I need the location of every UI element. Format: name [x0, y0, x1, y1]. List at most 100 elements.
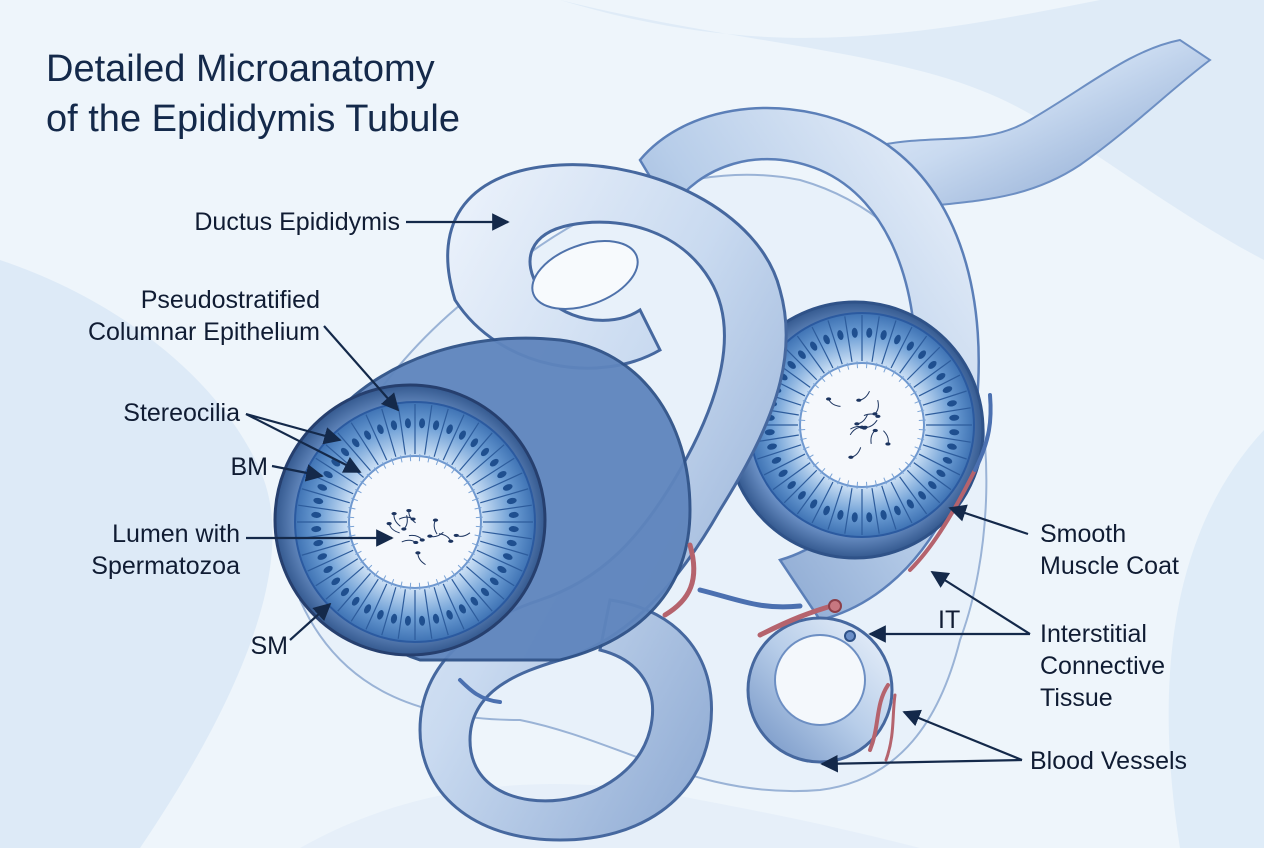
cell-nucleus — [351, 596, 360, 606]
stereocilium — [381, 462, 387, 469]
cell-boundary — [465, 566, 505, 600]
cell-boundary — [906, 469, 941, 504]
label-ductus-epididymis: Ductus Epididymis — [140, 206, 400, 238]
cell-boundary — [433, 587, 449, 636]
cell-boundary — [451, 422, 480, 466]
stereocilium — [846, 362, 850, 370]
background-wave-right — [1168, 430, 1264, 848]
cell-nucleus — [446, 609, 453, 620]
cell-boundary — [465, 444, 505, 478]
stereocilium — [905, 461, 911, 467]
cell-nucleus — [340, 587, 350, 597]
label-blood-vessels: Blood Vessels — [1030, 745, 1187, 777]
cell-nucleus — [363, 430, 372, 440]
cell-boundary — [433, 408, 449, 457]
stereocilium — [400, 455, 403, 463]
cell-nucleus — [489, 577, 499, 586]
cell-boundary — [482, 504, 532, 513]
cell-nucleus — [894, 334, 901, 345]
stereocilium — [351, 542, 359, 547]
stereocilium — [366, 564, 373, 571]
cell-boundary — [337, 432, 371, 472]
stereocilium — [820, 468, 826, 474]
cell-boundary — [365, 583, 388, 630]
cell-nucleus — [771, 457, 782, 464]
stereocilium — [820, 376, 826, 382]
cell-boundary — [811, 326, 834, 369]
stereocilium — [457, 473, 464, 480]
cell-nucleus — [942, 457, 953, 464]
cell-boundary — [365, 414, 388, 461]
cell-boundary — [471, 558, 515, 587]
cell-boundary — [397, 589, 406, 639]
tubule-tail — [858, 38, 1212, 212]
sperm-tail — [417, 552, 426, 566]
label-interstitial-line-3: Tissue — [1040, 684, 1113, 712]
cell-boundary — [442, 583, 465, 630]
label-interstitial-tissue: Interstitial Connective Tissue — [1040, 618, 1165, 714]
label-epithelium-line-2: Columnar Epithelium — [87, 318, 320, 346]
cell-boundary — [918, 374, 961, 397]
cell-nucleus — [317, 553, 328, 560]
cell-nucleus — [419, 418, 426, 429]
stereocilium — [463, 558, 470, 564]
cell-boundary — [918, 453, 961, 476]
cell-boundary — [844, 488, 853, 534]
cell-nucleus — [323, 470, 333, 479]
cell-nucleus — [947, 443, 957, 450]
cell-nucleus — [823, 334, 830, 345]
cell-boundary — [480, 540, 529, 556]
cell-nucleus — [837, 330, 844, 340]
cell-boundary — [783, 469, 818, 504]
background-wave-left — [0, 260, 273, 848]
stereocilium — [828, 473, 833, 480]
cell-nucleus — [377, 609, 384, 620]
cell-nucleus — [340, 447, 350, 457]
cell-nucleus — [949, 414, 960, 421]
cell-nucleus — [823, 505, 830, 516]
stereocilium — [917, 409, 925, 413]
cell-nucleus — [918, 491, 927, 500]
cell-boundary — [298, 504, 348, 513]
stereocilium — [799, 437, 807, 441]
cell-nucleus — [906, 499, 914, 509]
stereocilium — [891, 473, 896, 480]
sperm-tail — [828, 398, 841, 407]
cell-boundary — [881, 485, 897, 530]
sperm-tail — [858, 390, 870, 401]
label-stereocilia: Stereocilia — [60, 397, 240, 429]
stereocilium — [807, 454, 814, 459]
leader-lines — [245, 213, 1031, 773]
label-stereocilia-text: Stereocilia — [123, 399, 240, 427]
stereocilium — [435, 458, 440, 466]
sperm-tail — [393, 513, 401, 527]
stereocilium — [381, 575, 387, 582]
stereocilium — [874, 480, 878, 488]
cell-nucleus — [480, 587, 490, 597]
cell-nucleus — [866, 327, 873, 338]
stereocilium — [813, 383, 819, 389]
cell-nucleus — [942, 386, 953, 393]
sperm-tail — [408, 510, 416, 524]
cell-boundary — [381, 408, 397, 457]
stereocilium — [798, 419, 806, 422]
cell-nucleus — [928, 360, 937, 369]
stereocilium — [856, 361, 859, 369]
cell-nucleus — [928, 481, 937, 490]
cell-nucleus — [317, 484, 328, 491]
stereocilium — [360, 480, 367, 486]
stereocilium — [443, 575, 449, 582]
title-line-1: Detailed Microanatomy — [46, 48, 435, 90]
label-it-text: IT — [938, 606, 961, 634]
sperm-tail — [856, 414, 868, 425]
stereocilium — [474, 534, 482, 537]
right-lumen-spermatozoa — [825, 390, 891, 459]
cell-nucleus — [508, 511, 519, 518]
stereocilium — [435, 578, 440, 586]
ductus-epididymis-main — [418, 163, 788, 842]
stereocilium — [471, 542, 479, 547]
cell-nucleus — [331, 577, 341, 586]
cell-boundary — [350, 422, 379, 466]
leader-stereocilia-1 — [245, 412, 342, 445]
stereocilium — [373, 570, 379, 577]
